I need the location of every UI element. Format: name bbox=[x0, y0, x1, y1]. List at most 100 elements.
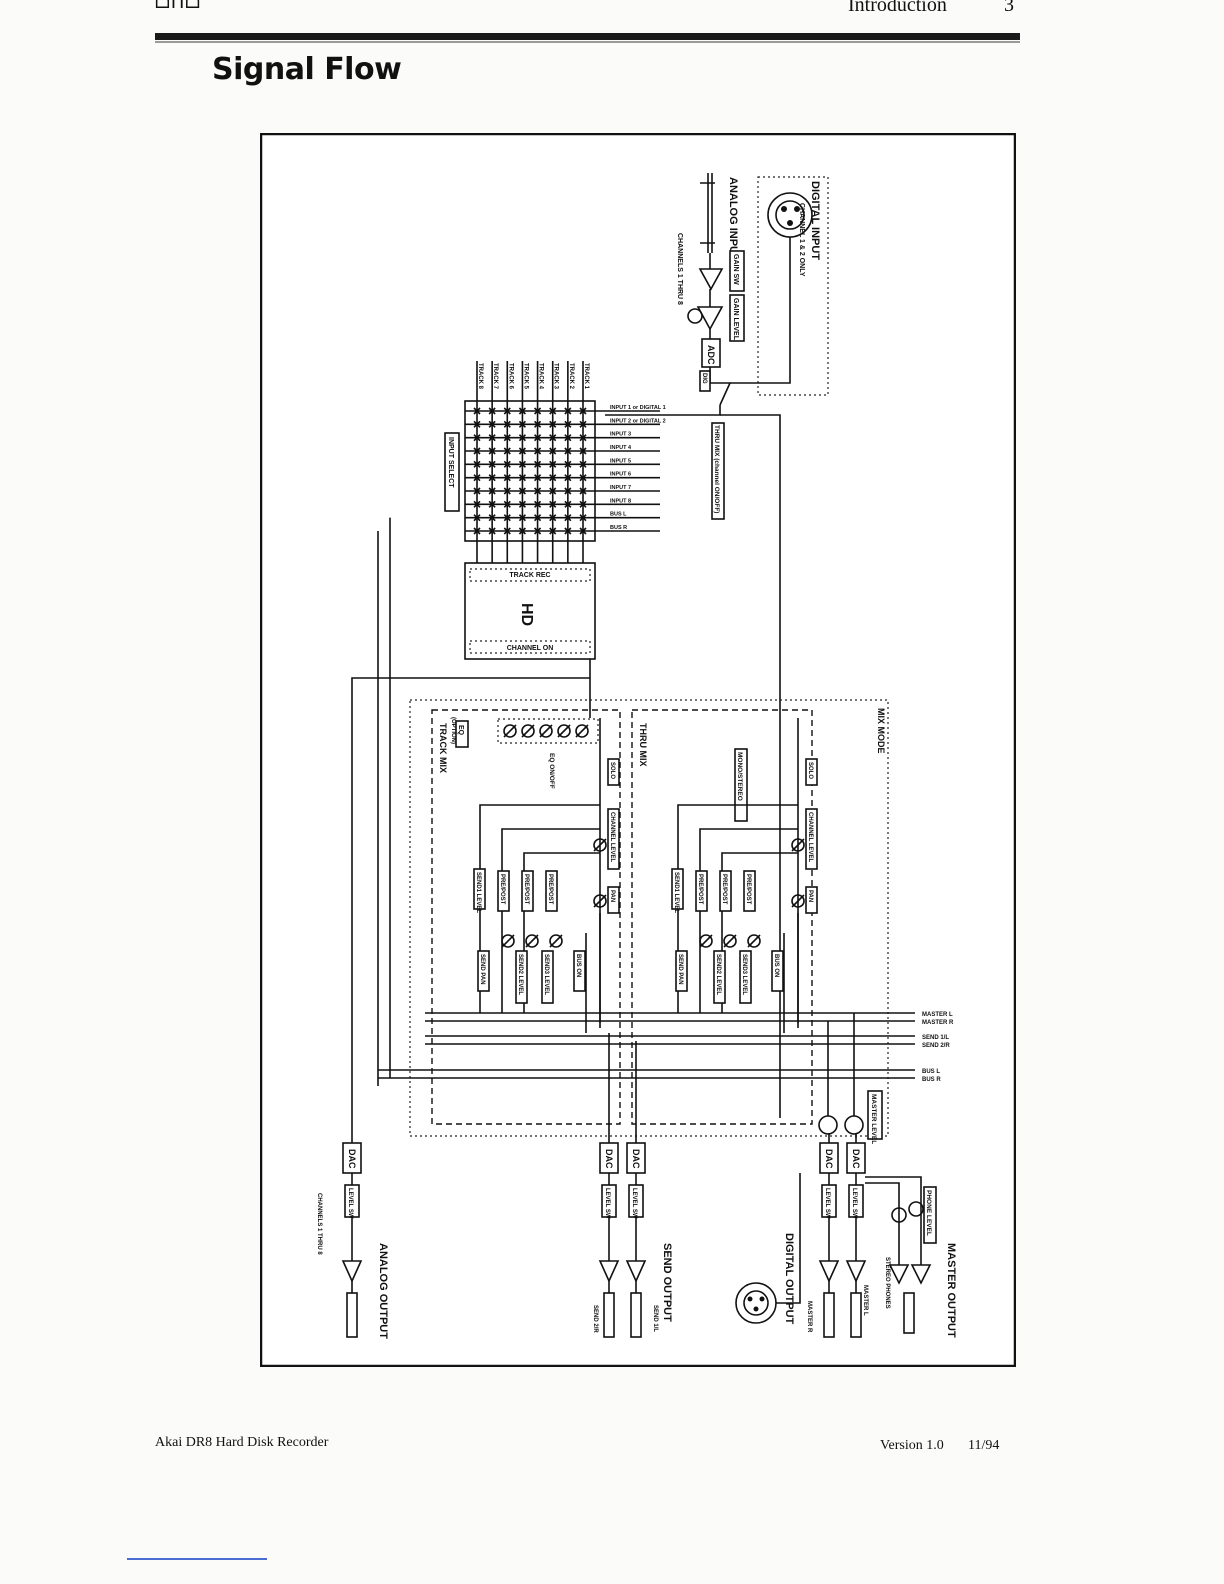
pre-post-box-label: PRE/POST bbox=[523, 874, 529, 905]
solo-box-label: SOLO bbox=[807, 762, 813, 779]
eq-option-label: (OPTION) bbox=[450, 717, 456, 744]
thru-mix-switch-box bbox=[711, 422, 725, 520]
pre-post-box-label: PRE/POST bbox=[697, 874, 703, 905]
phones-jack-icon bbox=[903, 1292, 915, 1334]
gain-sw-box bbox=[729, 250, 745, 292]
header-page-number: 3 bbox=[1004, 0, 1014, 16]
output-jack-icon bbox=[823, 1292, 835, 1338]
send3-level-box bbox=[541, 950, 554, 1004]
hd-label: HD bbox=[518, 603, 535, 626]
phone-level-label: PHONE LEVEL bbox=[925, 1190, 932, 1236]
footer-date: 11/94 bbox=[968, 1438, 1000, 1453]
input-select-matrix bbox=[464, 400, 596, 542]
bus-label: MASTER R bbox=[922, 1020, 954, 1026]
analog-input-label: ANALOG INPUT bbox=[727, 177, 739, 261]
pre-post-box bbox=[695, 870, 708, 912]
hd-box bbox=[464, 562, 596, 660]
send-knob-icon bbox=[723, 934, 737, 948]
send-pan-box-label: SEND PAN bbox=[677, 954, 683, 985]
input-row-label: INPUT 7 bbox=[610, 485, 631, 491]
bus-label: SEND 1/L bbox=[922, 1035, 949, 1041]
adc-label: ADC bbox=[706, 345, 716, 365]
analog-out-line bbox=[351, 677, 590, 1143]
track-label: TRACK 3 bbox=[553, 363, 559, 390]
solo-box bbox=[805, 758, 818, 786]
pre-post-box bbox=[521, 870, 534, 912]
header-rule bbox=[155, 33, 1020, 40]
pan-knob-icon bbox=[593, 894, 607, 908]
adc-box bbox=[701, 338, 721, 368]
solo-box bbox=[607, 758, 620, 786]
pan-box bbox=[805, 886, 818, 914]
input-row-label: INPUT 6 bbox=[610, 472, 631, 478]
output-amp-icon bbox=[845, 1260, 867, 1283]
mix-mode-area bbox=[409, 699, 889, 1137]
send2-level-box bbox=[713, 950, 726, 1004]
eq-knob-icon bbox=[575, 724, 589, 738]
analog-output-label: ANALOG OUTPUT bbox=[377, 1243, 389, 1339]
footer-product-name: Akai DR8 Hard Disk Recorder bbox=[155, 1435, 329, 1450]
master-level-label: MASTER LEVEL bbox=[870, 1094, 877, 1144]
send-pan-box-label: SEND PAN bbox=[479, 954, 485, 985]
gain-level-label: GAIN LEVEL bbox=[732, 298, 739, 341]
analog-input-sublabel: CHANNELS 1 THRU 8 bbox=[676, 233, 683, 305]
digital-input-sublabel: CHANNEL 1 & 2 ONLY bbox=[798, 203, 805, 277]
dig-switch-box bbox=[699, 370, 711, 392]
digital-input-label: DIGITAL INPUT bbox=[809, 181, 821, 260]
channel-level-box-label: CHANNEL LEVEL bbox=[807, 812, 813, 863]
pan-knob-icon bbox=[791, 894, 805, 908]
bottom-edge-line bbox=[127, 1558, 267, 1560]
send-output-label: SEND OUTPUT bbox=[661, 1243, 673, 1322]
pre-post-box-label: PRE/POST bbox=[547, 874, 553, 905]
mono-stereo-box bbox=[734, 748, 748, 822]
output-amp-icon bbox=[341, 1260, 363, 1283]
track-label: TRACK 7 bbox=[492, 363, 498, 390]
stereo-phones-label: STEREO PHONES bbox=[884, 1257, 890, 1309]
bus-on-box bbox=[771, 950, 784, 992]
pre-post-box bbox=[719, 870, 732, 912]
input-row-label: INPUT 1 or DIGITAL 1 bbox=[610, 405, 666, 411]
master-l-label: MASTER L bbox=[862, 1285, 868, 1316]
send2-level-box-label: SEND2 LEVEL bbox=[715, 954, 721, 995]
track-mix-label: TRACK MIX bbox=[438, 723, 448, 773]
input-row-label: INPUT 4 bbox=[610, 445, 632, 451]
pre-post-box-label: PRE/POST bbox=[721, 874, 727, 905]
pre-post-box bbox=[497, 870, 510, 912]
dac-label: DAC bbox=[851, 1149, 861, 1169]
eq-onoff-label: EQ ON/OFF bbox=[548, 753, 555, 789]
input-row-label: BUS L bbox=[610, 512, 627, 518]
send-pan-box bbox=[477, 950, 490, 992]
analog-output-sublabel: CHANNELS 1 THRU 8 bbox=[316, 1193, 322, 1255]
input-amp-icon bbox=[698, 268, 724, 291]
pan-box-label: PAN bbox=[807, 890, 813, 902]
track-label: TRACK 8 bbox=[477, 363, 483, 390]
solo-box-label: SOLO bbox=[609, 762, 615, 779]
input-select-box bbox=[444, 432, 460, 512]
send-knob-icon bbox=[501, 934, 515, 948]
phone-level-box bbox=[923, 1186, 937, 1244]
pre-post-box-label: PRE/POST bbox=[499, 874, 505, 905]
track-label: TRACK 6 bbox=[507, 363, 513, 390]
footer-version: Version 1.0 bbox=[880, 1438, 944, 1453]
pre-post-box bbox=[545, 870, 558, 912]
send3-level-box-label: SEND3 LEVEL bbox=[741, 954, 747, 995]
dac-label: DAC bbox=[604, 1149, 614, 1169]
gain-sw-label: GAIN SW bbox=[732, 254, 739, 285]
output-amp-icon bbox=[818, 1260, 840, 1283]
send-knob-icon bbox=[747, 934, 761, 948]
pre-post-box bbox=[743, 870, 756, 912]
input-row-label: INPUT 8 bbox=[610, 498, 631, 504]
level-sw-label: LEVEL SW bbox=[347, 1188, 353, 1219]
input-row-label: INPUT 2 or DIGITAL 2 bbox=[610, 418, 666, 424]
eq-knob-icon bbox=[539, 724, 553, 738]
send1-level-box-label: SEND1 LEVEL bbox=[673, 872, 679, 913]
send-knob-icon bbox=[549, 934, 563, 948]
send1-level-box bbox=[473, 868, 486, 910]
dac-label: DAC bbox=[824, 1149, 834, 1169]
level-sw-label: LEVEL SW bbox=[851, 1188, 857, 1219]
dig-switch-label: DIG bbox=[701, 373, 707, 384]
channel-level-box bbox=[607, 808, 620, 870]
bus-on-box bbox=[573, 950, 586, 992]
bus-on-box-label: BUS ON bbox=[575, 954, 581, 977]
